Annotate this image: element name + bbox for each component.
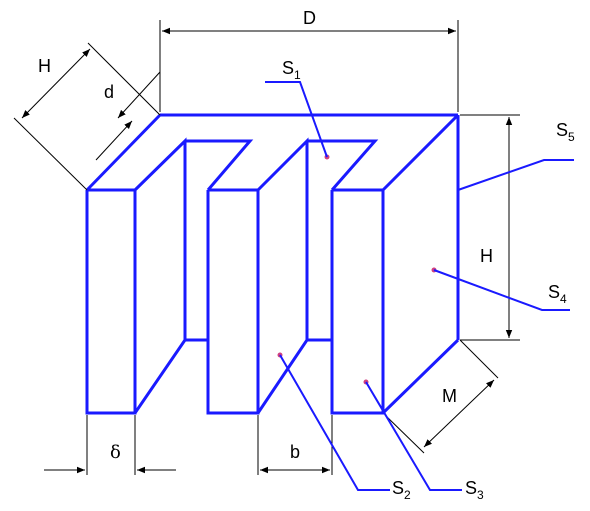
label-S2: S: [392, 478, 404, 498]
label-S3: S: [465, 478, 477, 498]
dimension-D: D: [159, 8, 459, 112]
right-bottom-diagonal: [381, 338, 460, 415]
surface-S3-callout: S3: [363, 379, 484, 502]
surface-S5-callout: S5: [457, 120, 575, 191]
label-D: D: [303, 8, 316, 28]
fin-1: [85, 137, 208, 415]
fin-3: [330, 113, 460, 415]
label-delta: δ: [110, 442, 121, 463]
label-M: M: [442, 386, 457, 406]
label-S1: S: [282, 58, 294, 78]
dimension-H-depth: H: [13, 42, 161, 191]
label-d: d: [104, 82, 114, 102]
label-H-height: H: [480, 246, 493, 266]
surface-S2-callout: S2: [277, 352, 411, 502]
svg-text:S3: S3: [465, 478, 484, 502]
svg-text:S5: S5: [556, 120, 575, 144]
fin-2: [206, 137, 332, 415]
left-top-diagonal: [85, 113, 162, 192]
svg-text:S4: S4: [548, 282, 567, 306]
dimension-M: M: [384, 339, 499, 454]
label-H-depth: H: [38, 56, 51, 76]
surface-S1-callout: S1: [265, 58, 330, 160]
dimension-H-height: H: [460, 114, 520, 341]
dimension-d: d: [95, 71, 161, 161]
heatsink-outline: [85, 113, 460, 415]
svg-text:S1: S1: [282, 58, 301, 82]
label-S4: S: [548, 282, 560, 302]
label-b: b: [290, 442, 300, 462]
label-S5: S: [556, 120, 568, 140]
surface-S4-callout: S4: [431, 267, 570, 311]
dimension-delta: δ: [44, 415, 176, 475]
svg-text:S2: S2: [392, 478, 411, 502]
